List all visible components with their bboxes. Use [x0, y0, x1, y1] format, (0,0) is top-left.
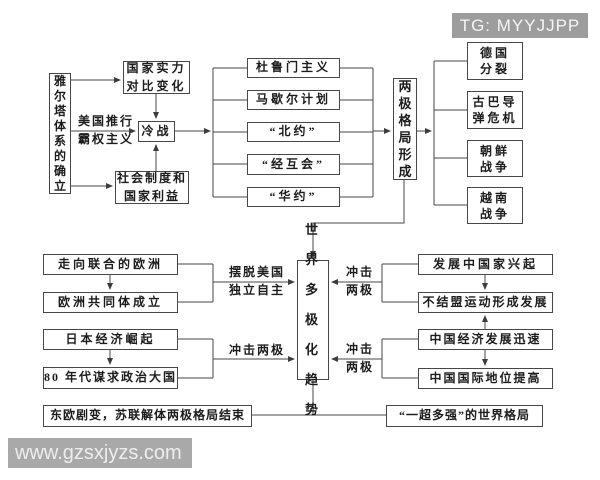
edge-label-breakaway-independence: 摆脱美国 独立自主 — [228, 265, 285, 297]
node-europe-toward-union: 走向联合的欧洲 — [43, 254, 178, 275]
watermark-tg-banner: TG: MYYJJPP — [452, 13, 588, 38]
node-marshall-plan: 马歇尔计划 — [247, 90, 340, 110]
node-yalta-system: 雅 尔 塔 体 系 的 确 立 — [49, 73, 71, 194]
node-germany-split: 德国 分裂 — [467, 42, 523, 80]
edges — [71, 60, 488, 416]
node-warsaw-pact: “华约” — [247, 187, 340, 207]
node-nato: “北约” — [247, 122, 340, 142]
edge-label-impact-bipolar-right-bottom: 冲击 两极 — [345, 342, 374, 374]
node-developing-countries-rise: 发展中国家兴起 — [418, 254, 553, 275]
watermark-site-banner: www.gzsxjyzs.com — [8, 438, 192, 468]
node-multipolarization-trend: 世界 多极 化趋 势 — [297, 222, 329, 417]
node-power-balance-change: 国家实力 对比变化 — [123, 61, 190, 94]
edge-label-impact-bipolar-japan: 冲击两极 — [228, 343, 285, 357]
edge-label-impact-bipolar-right-top: 冲击 两极 — [345, 265, 374, 297]
node-china-international-status: 中国国际地位提高 — [418, 368, 553, 389]
node-vietnam-war: 越南 战争 — [467, 187, 523, 224]
node-one-superpower-many-powers: “一超多强”的世界格局 — [386, 405, 543, 427]
node-korean-war: 朝鲜 战争 — [467, 140, 523, 177]
node-eastern-europe-ussr-collapse: 东欧剧变，苏联解体两极格局结束 — [43, 405, 252, 427]
node-european-community-founded: 欧洲共同体成立 — [43, 292, 178, 313]
node-japan-political-power-80s: 80 年代谋求政治大国 — [43, 367, 178, 389]
node-social-system-interests: 社会制度和 国家利益 — [115, 171, 189, 204]
node-japan-economic-rise: 日本经济崛起 — [43, 329, 178, 350]
node-cuban-missile-crisis: 古巴导 弹危机 — [467, 91, 523, 129]
node-non-aligned-movement: 不结盟运动形成发展 — [418, 292, 553, 313]
node-comecon: “经互会” — [247, 154, 340, 175]
node-china-economy-growth: 中国经济发展迅速 — [418, 329, 553, 350]
node-cold-war: 冷战 — [138, 121, 175, 142]
node-truman-doctrine: 杜鲁门主义 — [247, 58, 340, 78]
edge-label-us-hegemony: 美国推行 霸权主义 — [77, 114, 134, 146]
node-bipolar-pattern-formed: 两 极 格 局 形 成 — [393, 78, 417, 180]
